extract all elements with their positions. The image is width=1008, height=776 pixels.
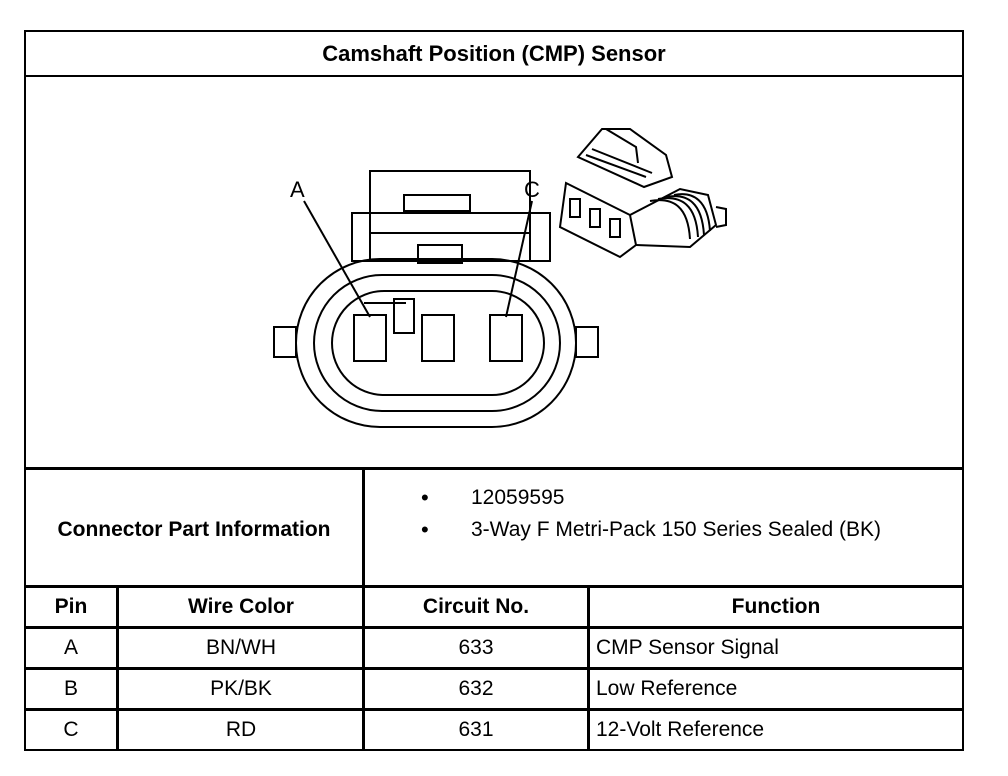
table-cell-function: Low Reference <box>596 677 738 700</box>
pin-label-c: C <box>524 177 540 202</box>
table-cell-circuit: 632 <box>458 677 494 700</box>
divider-figure <box>26 467 962 470</box>
column-header-pin: Pin <box>54 595 88 618</box>
latch-window <box>403 194 471 212</box>
pin-label-a: A <box>290 177 305 202</box>
column-header-circuit-no: Circuit No. <box>422 595 530 618</box>
connector-part-info-list: • 12059595 • 3-Way F Metri-Pack 150 Seri… <box>365 473 962 587</box>
locking-tab <box>417 244 463 264</box>
connector-seal-ring <box>313 274 561 412</box>
list-item: • 12059595 <box>365 483 962 513</box>
column-divider <box>362 588 365 749</box>
bullet-icon: • <box>421 517 429 542</box>
connector-description: 3-Way F Metri-Pack 150 Series Sealed (BK… <box>471 518 882 541</box>
list-item: • 3-Way F Metri-Pack 150 Series Sealed (… <box>365 515 962 545</box>
part-number: 12059595 <box>471 486 565 509</box>
column-header-wire-color: Wire Color <box>188 595 294 618</box>
connector-latch-housing <box>369 170 531 234</box>
table-cell-circuit: 633 <box>458 636 494 659</box>
table-cell-pin: A <box>63 636 78 659</box>
divider-header <box>26 626 962 629</box>
table-cell-circuit: 631 <box>458 718 494 741</box>
divider-row <box>26 667 962 670</box>
connector-face <box>331 290 545 396</box>
column-divider <box>116 588 119 749</box>
connector-key <box>393 298 415 334</box>
connector-sheet: Camshaft Position (CMP) Sensor <box>24 30 964 751</box>
page-title: Camshaft Position (CMP) Sensor <box>26 32 962 77</box>
right-ear <box>575 326 599 358</box>
divider-row <box>26 708 962 711</box>
table-cell-function: CMP Sensor Signal <box>596 636 779 659</box>
connector-diagram: A C <box>273 128 727 428</box>
divider-info <box>362 467 365 588</box>
cavity-c <box>489 314 523 362</box>
connector-perspective-icon <box>558 128 727 259</box>
table-cell-wire-color: RD <box>225 718 257 741</box>
connector-figure: A C <box>26 77 962 467</box>
cavity-a <box>353 314 387 362</box>
cavity-b <box>421 314 455 362</box>
leader-line-c <box>505 200 533 318</box>
table-cell-wire-color: PK/BK <box>210 677 272 700</box>
leader-line-a <box>303 200 371 318</box>
column-divider <box>587 588 590 749</box>
connector-part-info-label: Connector Part Information <box>57 518 331 541</box>
connector-shoulder <box>351 212 551 262</box>
table-cell-wire-color: BN/WH <box>206 636 276 659</box>
column-header-function: Function <box>731 595 821 618</box>
table-cell-pin: B <box>63 677 78 700</box>
bullet-icon: • <box>421 485 429 510</box>
divider-info-table <box>26 585 962 588</box>
table-cell-function: 12-Volt Reference <box>596 718 765 741</box>
table-cell-pin: C <box>63 718 79 741</box>
connector-outer-shell <box>295 258 577 428</box>
left-ear <box>273 326 297 358</box>
